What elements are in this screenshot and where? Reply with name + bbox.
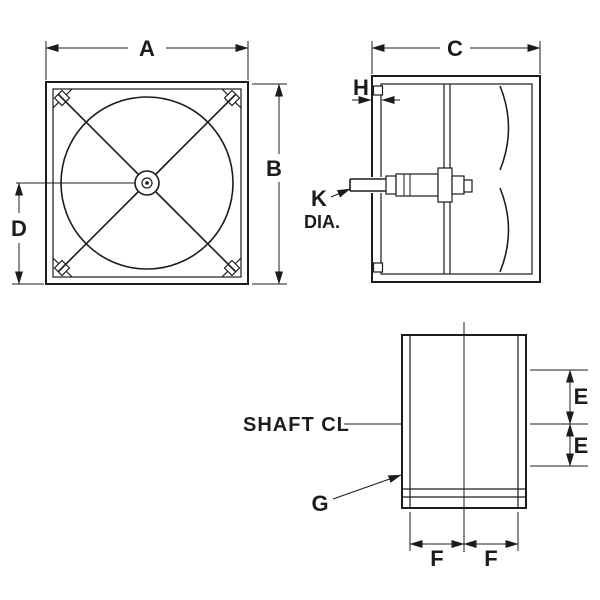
dim-label-e-upper: E: [574, 384, 589, 409]
wall-cutout: [370, 177, 384, 193]
hub-center-dot: [145, 181, 149, 185]
motor-body: [395, 173, 439, 197]
x-brace-line: [57, 191, 139, 273]
corner-bolt-pad: [372, 85, 384, 96]
bearing-block: [385, 175, 397, 195]
venturi-arc-lower: [499, 187, 510, 273]
dim-label-f-left: F: [430, 546, 443, 571]
bearing-block: [451, 175, 465, 195]
x-brace-line: [155, 191, 237, 273]
x-brace-line: [57, 93, 139, 175]
dim-label-k: K: [311, 186, 327, 211]
dim-label-b: B: [266, 156, 282, 181]
side-view: C H K DIA.: [304, 36, 541, 283]
leader-line-g: [332, 474, 402, 500]
dim-label-h: H: [353, 75, 369, 100]
front-view: A D B: [11, 36, 287, 285]
dim-label-d: D: [11, 216, 27, 241]
bottom-view: SHAFT CL E E F F G: [243, 322, 588, 571]
dia-label: DIA.: [304, 212, 340, 232]
dim-label-g: G: [311, 491, 328, 516]
coupling-block: [437, 167, 453, 203]
dim-label-f-right: F: [484, 546, 497, 571]
corner-bolt-pad: [372, 262, 384, 273]
dim-label-e-lower: E: [574, 433, 589, 458]
dim-label-a: A: [139, 36, 155, 61]
x-brace-line: [155, 93, 237, 175]
dim-label-c: C: [447, 36, 463, 61]
leader-line-k: [330, 188, 351, 198]
venturi-arc-upper: [499, 85, 510, 171]
shaft-cl-label: SHAFT CL: [243, 414, 350, 436]
shaft-stub: [463, 179, 473, 193]
hub-inner-circle: [141, 177, 153, 189]
